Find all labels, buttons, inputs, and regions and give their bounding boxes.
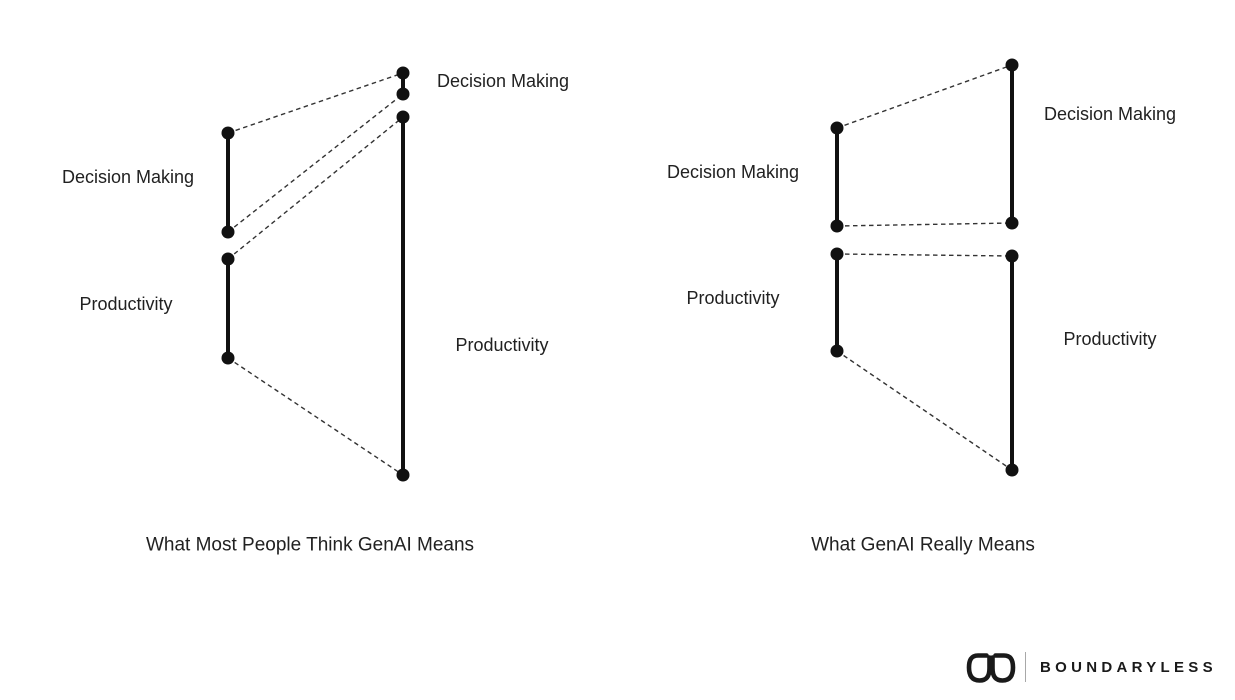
mark-left-loop (966, 653, 992, 683)
panel2-left-decision-making-label: Decision Making (666, 162, 800, 183)
panel1-caption: What Most People Think GenAI Means (145, 534, 475, 556)
panel1-connectors (227, 72, 404, 476)
panel1-dot (396, 87, 410, 101)
panel2-connectors (836, 64, 1013, 471)
panel1-dot (221, 351, 235, 365)
panel1-endpoints (221, 66, 410, 482)
panel2-dot (1005, 216, 1019, 230)
brand-logo: BOUNDARYLESS (966, 650, 1217, 684)
panel2-right-productivity-label: Productivity (1063, 329, 1157, 350)
panel2-dashed-prod-bottom (836, 350, 1013, 471)
ba-infinity-mark-icon (966, 653, 1016, 683)
panel2-dot (830, 247, 844, 261)
panel2-dot (830, 344, 844, 358)
panel2-caption: What GenAI Really Means (811, 534, 1035, 556)
panel1-left-decision-making-label: Decision Making (61, 167, 195, 188)
panel1-right-productivity-label: Productivity (455, 335, 549, 356)
panel2-dashed-prod-top (836, 253, 1013, 257)
panel1-dot (396, 110, 410, 124)
panel2-right-decision-making-label: Decision Making (1043, 104, 1177, 125)
panel1-dashed-prod-top (227, 116, 404, 260)
panel1-scale-segments (226, 73, 405, 475)
panel1-right-decision-making-label: Decision Making (436, 71, 570, 92)
panel2-dashed-top (836, 64, 1013, 129)
panel1-dot (221, 225, 235, 239)
panel2-scale-segments (835, 65, 1014, 470)
panel1-dot (221, 252, 235, 266)
panel2-left-productivity-label: Productivity (686, 288, 780, 309)
panel2-dot (1005, 463, 1019, 477)
panel1-dashed-prod-bottom (227, 357, 404, 476)
mark-right-loop (990, 653, 1016, 683)
brand-wordmark: BOUNDARYLESS (1040, 658, 1217, 676)
panel1-left-productivity-label: Productivity (79, 294, 173, 315)
panel2-dashed-dm-bottom (836, 222, 1013, 227)
panel1-dot (396, 66, 410, 80)
panel1-dashed-top (227, 72, 404, 134)
panel1-dot (396, 468, 410, 482)
panel1-dot (221, 126, 235, 140)
panel2-dot (1005, 249, 1019, 263)
logo-divider (1025, 652, 1026, 682)
panel2-dot (830, 219, 844, 233)
panel2-dot (1005, 58, 1019, 72)
panel1-dashed-dm-bottom (227, 93, 404, 233)
panel2-dot (830, 121, 844, 135)
panel2-endpoints (830, 58, 1019, 477)
